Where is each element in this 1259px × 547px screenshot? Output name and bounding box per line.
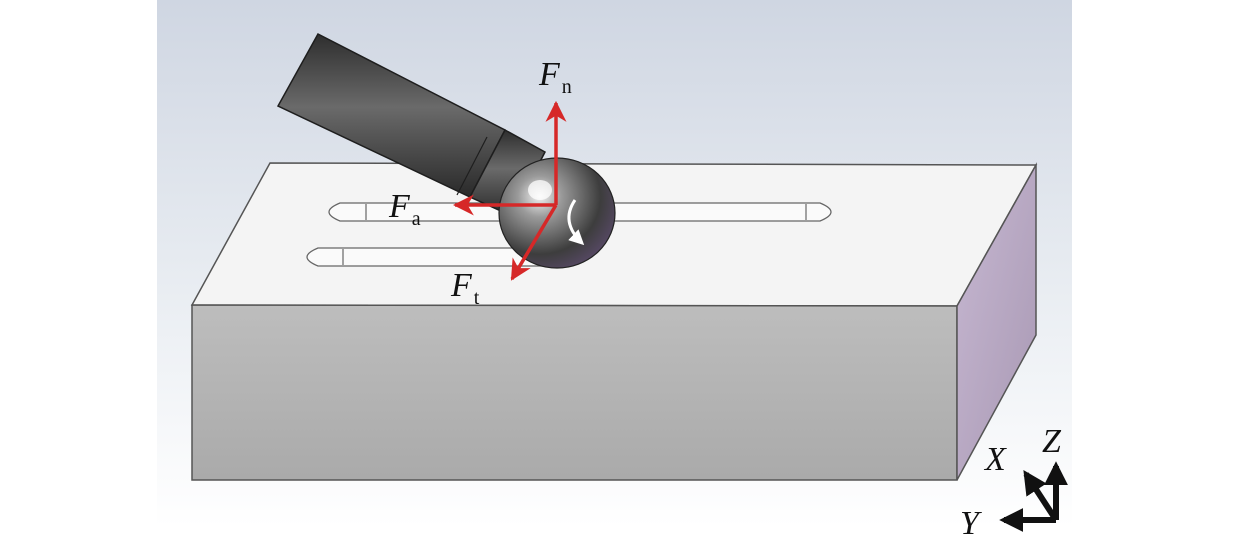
axis-z-label: Z [1042, 423, 1062, 460]
tool-neck-joint [456, 136, 488, 196]
force-vectors [452, 100, 567, 281]
axis-y-label: Y [960, 505, 982, 542]
axis-x-label: X [983, 441, 1007, 478]
workpiece-front-face [191, 304, 958, 481]
force-arrow-tangential [510, 204, 558, 281]
workpiece-side-face [956, 162, 1037, 481]
coordinate-axes: Z X Y [960, 423, 1068, 542]
tool-ball-highlight [528, 180, 552, 200]
rotation-arrow-icon [567, 199, 585, 246]
ball-end-mill [276, 33, 616, 269]
workpiece-top-face [190, 162, 1038, 307]
workpiece-block [190, 162, 1038, 481]
axis-x-arrow [1023, 469, 1059, 522]
